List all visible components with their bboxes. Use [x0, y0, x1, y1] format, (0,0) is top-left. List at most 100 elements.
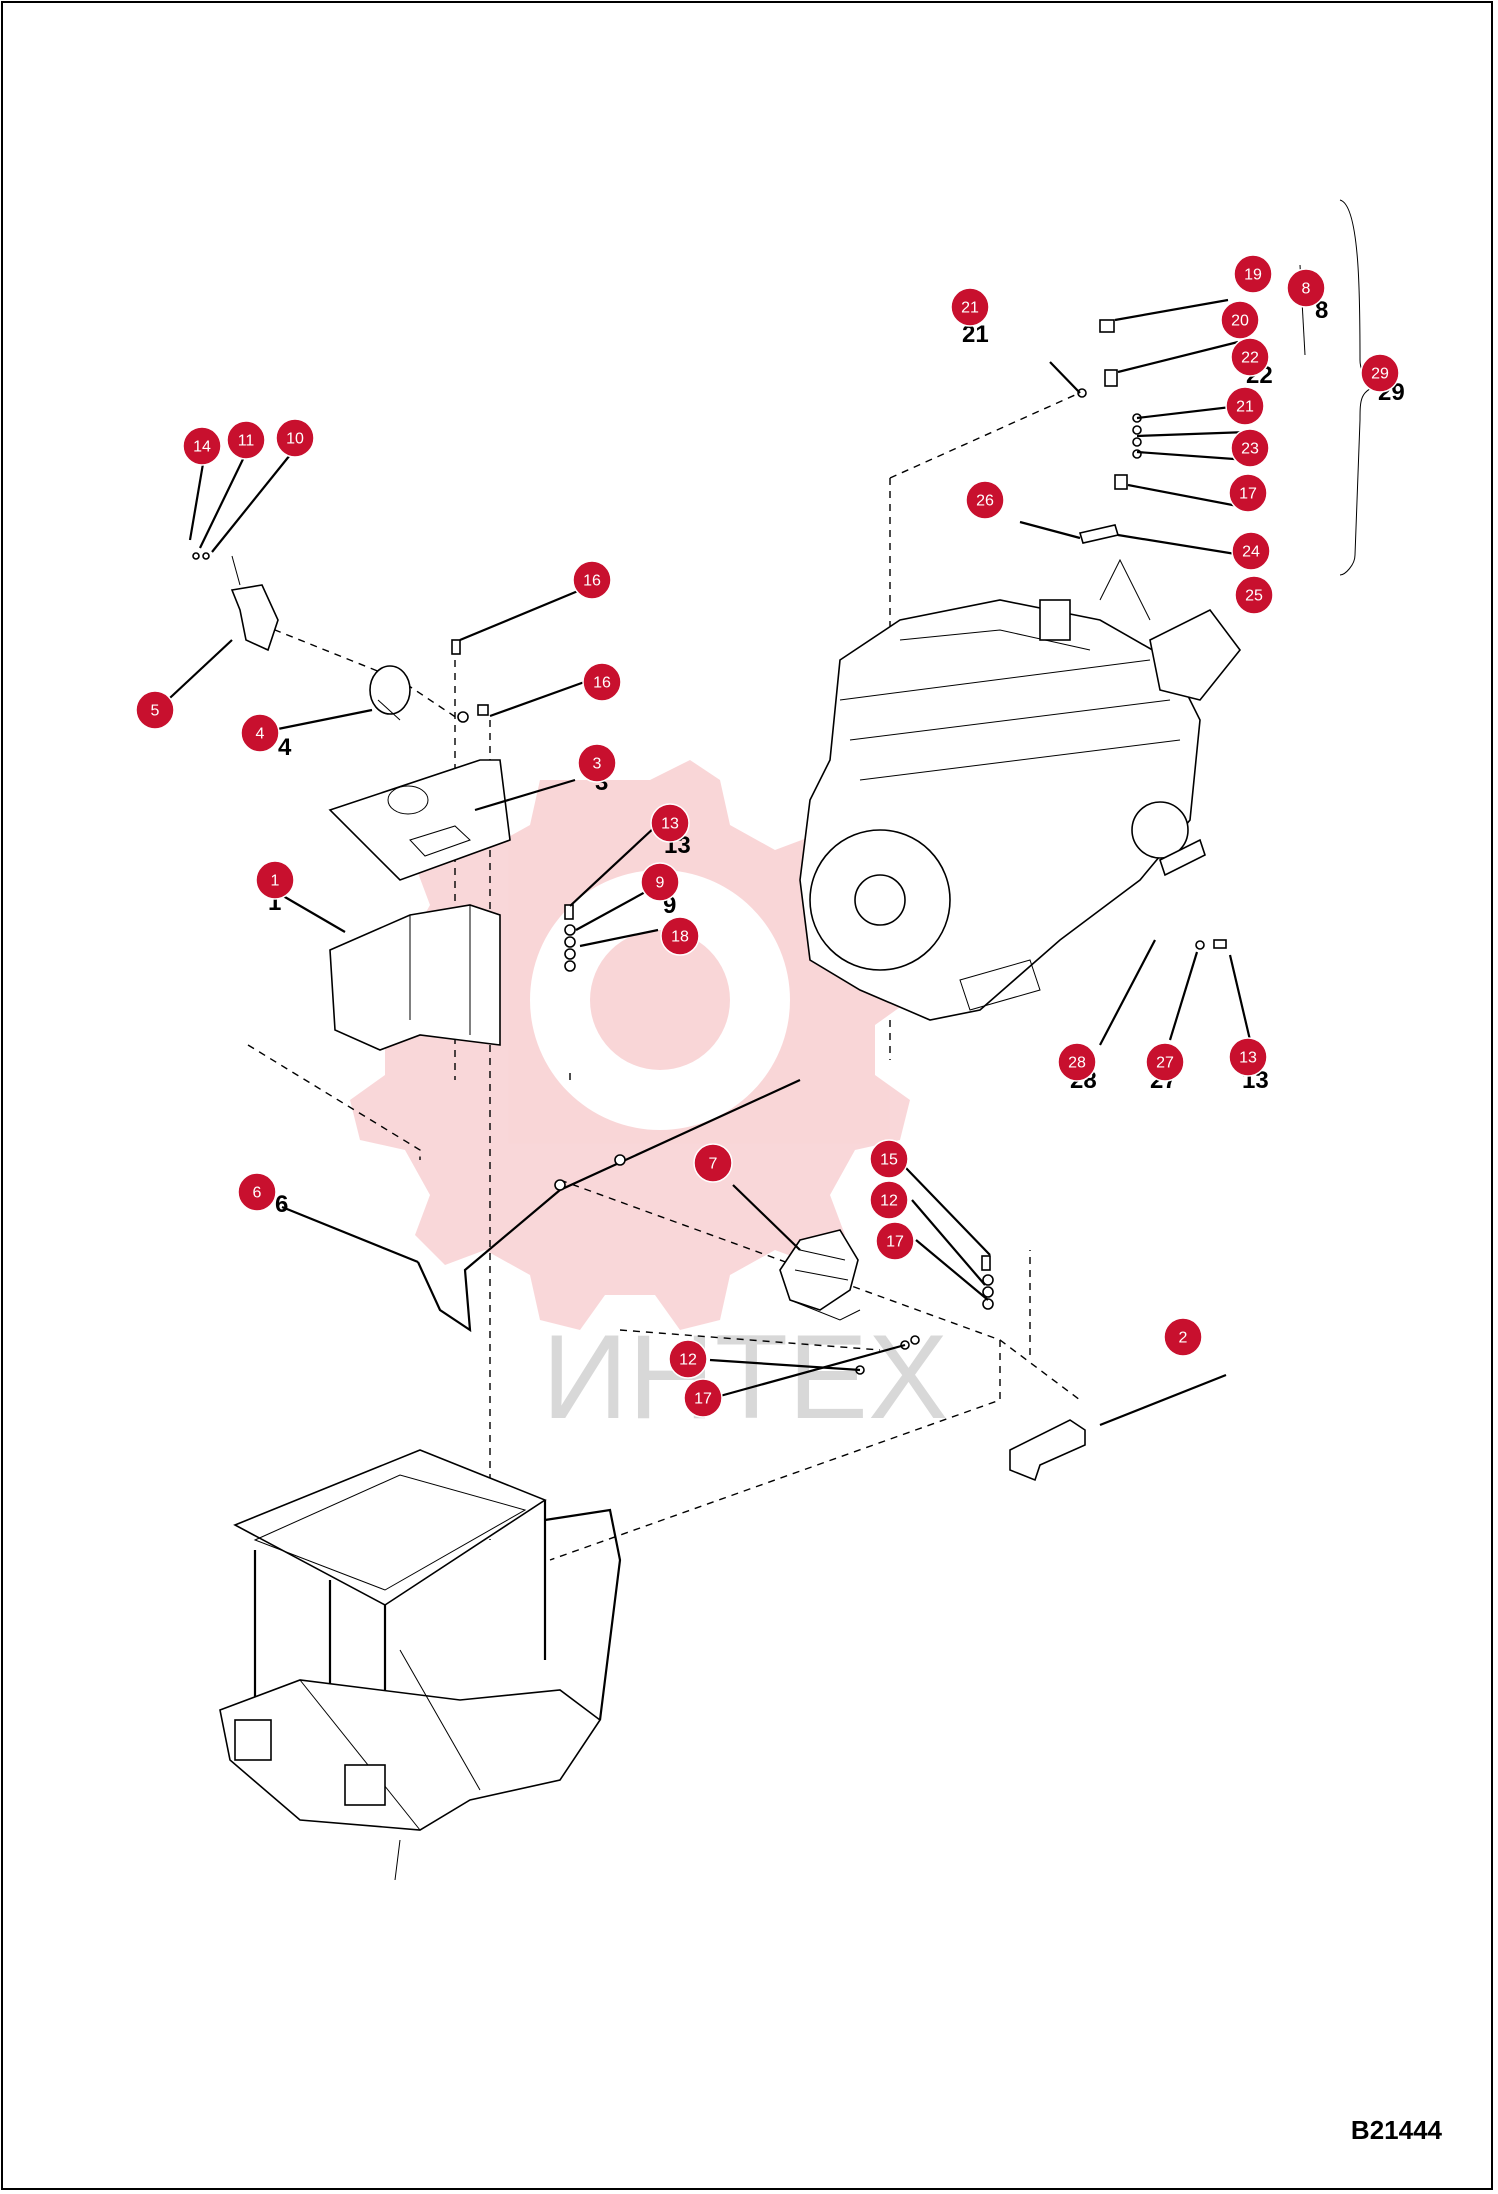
- callout-number: 5: [151, 703, 160, 720]
- part-1-cover: [329, 904, 501, 1051]
- callout-c13a: 13: [650, 803, 690, 843]
- callout-c25: 25: [1234, 575, 1274, 615]
- callout-circle: [237, 1172, 277, 1212]
- callout-number: 15: [880, 1152, 898, 1169]
- callout-number: 10: [286, 431, 304, 448]
- callout-circle: [1057, 1042, 1097, 1082]
- callout-number: 17: [886, 1234, 904, 1251]
- callout-c17b: 17: [683, 1378, 723, 1418]
- part-4-bracket: [369, 665, 411, 721]
- callout-c8: 8: [1286, 268, 1326, 308]
- callout-number: 16: [583, 573, 601, 590]
- callout-circle: [1233, 254, 1273, 294]
- callout-c11: 11: [226, 420, 266, 460]
- callout-number: 27: [1156, 1055, 1174, 1072]
- callout-c17c: 17: [1228, 473, 1268, 513]
- callout-circle: [1225, 386, 1265, 426]
- callout-circle: [255, 860, 295, 900]
- callout-circle: [869, 1139, 909, 1179]
- callout-circle: [1228, 473, 1268, 513]
- callout-circle: [1231, 531, 1271, 571]
- callout-c29: 29: [1360, 353, 1400, 393]
- callout-c21b: 21: [1225, 386, 1265, 426]
- callout-c5: 5: [135, 690, 175, 730]
- callout-number: 17: [1239, 486, 1257, 503]
- callout-number: 22: [1241, 350, 1259, 367]
- callout-number: 29: [1371, 366, 1389, 383]
- callout-circle: [577, 743, 617, 783]
- callout-number: 19: [1244, 267, 1262, 284]
- callout-number: 26: [976, 493, 994, 510]
- callout-number: 12: [880, 1193, 898, 1210]
- callout-circle: [1145, 1042, 1185, 1082]
- watermark-text: ИНТЕХ: [542, 1310, 948, 1444]
- callout-c12b: 12: [668, 1339, 708, 1379]
- callout-number: 7: [709, 1156, 718, 1173]
- callout-number: 2: [1179, 1330, 1188, 1347]
- engine-assembly: [799, 558, 1242, 1021]
- callout-markers: 1234567891011121213131415161617171718192…: [135, 254, 1400, 1418]
- callout-number: 8: [1302, 281, 1311, 298]
- callout-c2: 2: [1163, 1317, 1203, 1357]
- part-2-bracket: [1009, 1419, 1086, 1482]
- callout-circle: [182, 426, 222, 466]
- callout-circle: [1230, 428, 1270, 468]
- callout-number: 16: [593, 675, 611, 692]
- cab-frame: [219, 1449, 622, 1881]
- callout-circle: [240, 713, 280, 753]
- part-5-lever: [192, 552, 279, 652]
- callout-c14: 14: [182, 426, 222, 466]
- callout-circle: [1230, 337, 1270, 377]
- callout-number: 28: [1068, 1055, 1086, 1072]
- callout-number: 4: [256, 726, 265, 743]
- callout-number: 14: [193, 439, 211, 456]
- callout-c12a: 12: [869, 1180, 909, 1220]
- callout-circle: [1360, 353, 1400, 393]
- callout-c24: 24: [1231, 531, 1271, 571]
- callout-circle: [1163, 1317, 1203, 1357]
- callout-circle: [875, 1221, 915, 1261]
- callout-c17a: 17: [875, 1221, 915, 1261]
- callout-circle: [950, 287, 990, 327]
- callout-circle: [226, 420, 266, 460]
- callout-circle: [135, 690, 175, 730]
- callout-circle: [1228, 1037, 1268, 1077]
- callout-number: 1: [271, 873, 280, 890]
- leader-lines: [156, 199, 1381, 1427]
- callout-number: 11: [238, 433, 255, 450]
- callout-circle: [660, 916, 700, 956]
- callout-c22: 22: [1230, 337, 1270, 377]
- callout-number: 18: [671, 929, 689, 946]
- callout-circle: [1286, 268, 1326, 308]
- callout-number: 21: [1236, 399, 1254, 416]
- callout-c27: 27: [1145, 1042, 1185, 1082]
- callout-c10: 10: [275, 418, 315, 458]
- printed-label-4: 4: [278, 734, 292, 761]
- callout-c15: 15: [869, 1139, 909, 1179]
- callout-circle: [572, 560, 612, 600]
- callout-number: 23: [1241, 441, 1259, 458]
- printed-label-8: 8: [1315, 297, 1328, 324]
- drawing-number: B21444: [1350, 2115, 1442, 2145]
- callout-c13b: 13: [1228, 1037, 1268, 1077]
- callout-circle: [275, 418, 315, 458]
- callout-c9: 9: [640, 862, 680, 902]
- callout-number: 3: [593, 756, 602, 773]
- callout-circle: [668, 1339, 708, 1379]
- callout-c20: 20: [1220, 300, 1260, 340]
- callout-circle: [650, 803, 690, 843]
- callout-number: 25: [1245, 588, 1263, 605]
- callout-circle: [582, 662, 622, 702]
- callout-c3: 3: [577, 743, 617, 783]
- callout-number: 20: [1231, 313, 1249, 330]
- callout-circle: [683, 1378, 723, 1418]
- printed-label-6: 6: [275, 1191, 288, 1218]
- callout-circle: [869, 1180, 909, 1220]
- callout-c4: 4: [240, 713, 280, 753]
- callout-number: 13: [661, 816, 679, 833]
- callout-c19: 19: [1233, 254, 1273, 294]
- callout-c16b: 16: [582, 662, 622, 702]
- callout-number: 9: [656, 875, 665, 892]
